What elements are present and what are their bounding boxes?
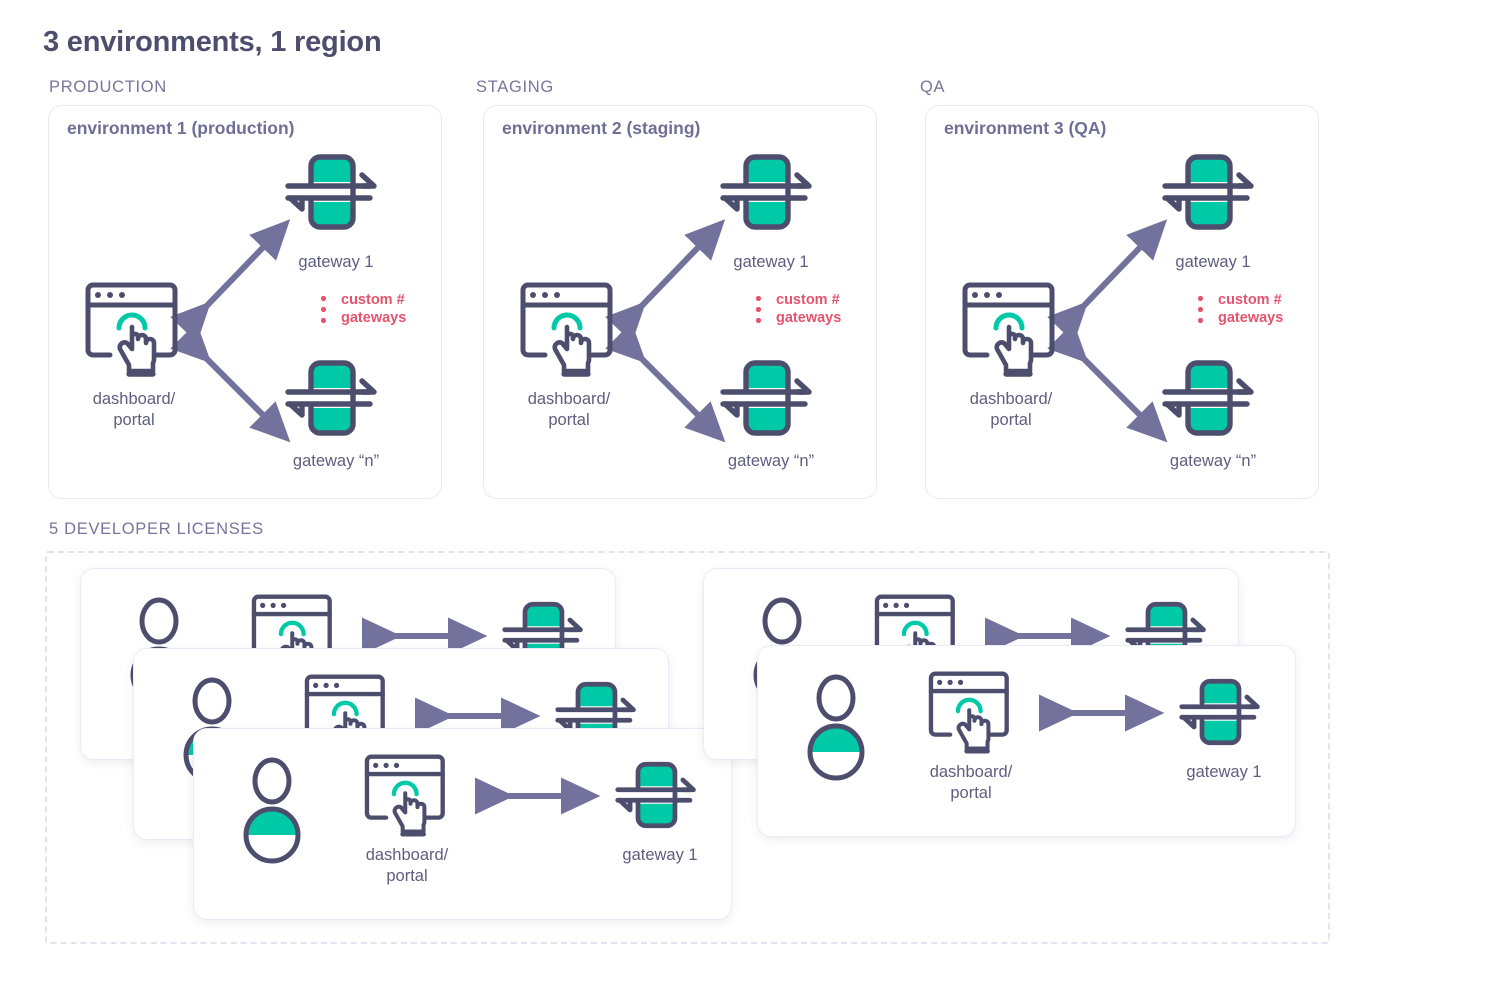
section-caption-staging: STAGING	[476, 78, 554, 96]
dashboard-portal-label: dashboard/ portal	[365, 846, 449, 885]
dashboard-portal-label: dashboard/ portal	[969, 390, 1053, 429]
vertical-dots-icon	[1198, 296, 1203, 329]
gateway-1-label: gateway 1	[298, 253, 374, 271]
page-title: 3 environments, 1 region	[43, 26, 382, 58]
dashboard-portal-label: dashboard/ portal	[92, 390, 176, 429]
gateway-1-icon[interactable]	[612, 751, 708, 839]
bidirectional-arrow-icon	[414, 697, 541, 735]
gateway-1-icon[interactable]	[717, 142, 825, 242]
section-caption-qa: QA	[920, 78, 946, 96]
gateway-n-icon[interactable]	[282, 348, 390, 448]
gateway-n-label: gateway “n”	[727, 452, 815, 470]
arrow-portal-gateway1	[605, 219, 726, 343]
gateway-1-label: gateway 1	[1186, 763, 1262, 781]
vertical-dots-icon	[756, 296, 761, 329]
bidirectional-arrow-icon	[1038, 694, 1165, 732]
arrow-portal-gatewayn	[1047, 322, 1168, 443]
dashboard-portal-icon[interactable]	[80, 279, 188, 379]
dashboard-portal-icon[interactable]	[515, 279, 623, 379]
arrow-portal-gatewayn	[605, 322, 726, 443]
custom-gateways-note: custom # gateways	[776, 292, 842, 326]
arrow-portal-gateway1	[1047, 219, 1168, 343]
connector-arrows	[170, 219, 291, 443]
connector-arrows	[605, 219, 726, 443]
dashboard-portal-label: dashboard/ portal	[929, 763, 1013, 802]
user-avatar-icon	[807, 674, 865, 781]
gateway-1-icon[interactable]	[1176, 668, 1272, 756]
bidirectional-arrow-icon	[474, 777, 601, 815]
arrow-portal-gateway1	[170, 219, 291, 343]
arrow-portal-gatewayn	[170, 322, 291, 443]
environment-box-staging[interactable]: environment 2 (staging)	[483, 105, 877, 499]
environment-title: environment 3 (QA)	[944, 118, 1107, 138]
environment-box-qa[interactable]: environment 3 (QA) da	[925, 105, 1319, 499]
gateway-1-label: gateway 1	[1175, 253, 1251, 271]
bidirectional-arrow-icon	[984, 617, 1111, 655]
dashboard-portal-icon[interactable]	[924, 668, 1018, 756]
gateway-n-label: gateway “n”	[292, 452, 380, 470]
dashboard-portal-icon[interactable]	[957, 279, 1065, 379]
gateway-1-icon[interactable]	[1159, 142, 1267, 242]
environment-title: environment 2 (staging)	[502, 118, 701, 138]
gateway-n-icon[interactable]	[1159, 348, 1267, 448]
gateway-n-label: gateway “n”	[1169, 452, 1257, 470]
environment-box-production[interactable]: environment 1 (production)	[48, 105, 442, 499]
developer-license-card[interactable]: dashboard/ portal gateway 1	[193, 728, 732, 920]
bidirectional-arrow-icon	[361, 617, 488, 655]
dashboard-portal-icon[interactable]	[360, 751, 454, 839]
developer-license-card[interactable]: dashboard/ portal gateway 1	[757, 645, 1296, 837]
custom-gateways-note: custom # gateways	[1218, 292, 1284, 326]
gateway-1-icon[interactable]	[282, 142, 390, 242]
section-caption-developer-licenses: 5 DEVELOPER LICENSES	[49, 520, 264, 538]
dashboard-portal-label: dashboard/ portal	[527, 390, 611, 429]
gateway-1-label: gateway 1	[622, 846, 698, 864]
section-caption-production: PRODUCTION	[49, 78, 167, 96]
gateway-1-label: gateway 1	[733, 253, 809, 271]
vertical-dots-icon	[321, 296, 326, 329]
gateway-n-icon[interactable]	[717, 348, 825, 448]
developer-licenses-container	[45, 551, 1330, 944]
user-avatar-icon	[243, 757, 301, 864]
custom-gateways-note: custom # gateways	[341, 292, 407, 326]
connector-arrows	[1047, 219, 1168, 443]
environment-title: environment 1 (production)	[67, 118, 295, 138]
